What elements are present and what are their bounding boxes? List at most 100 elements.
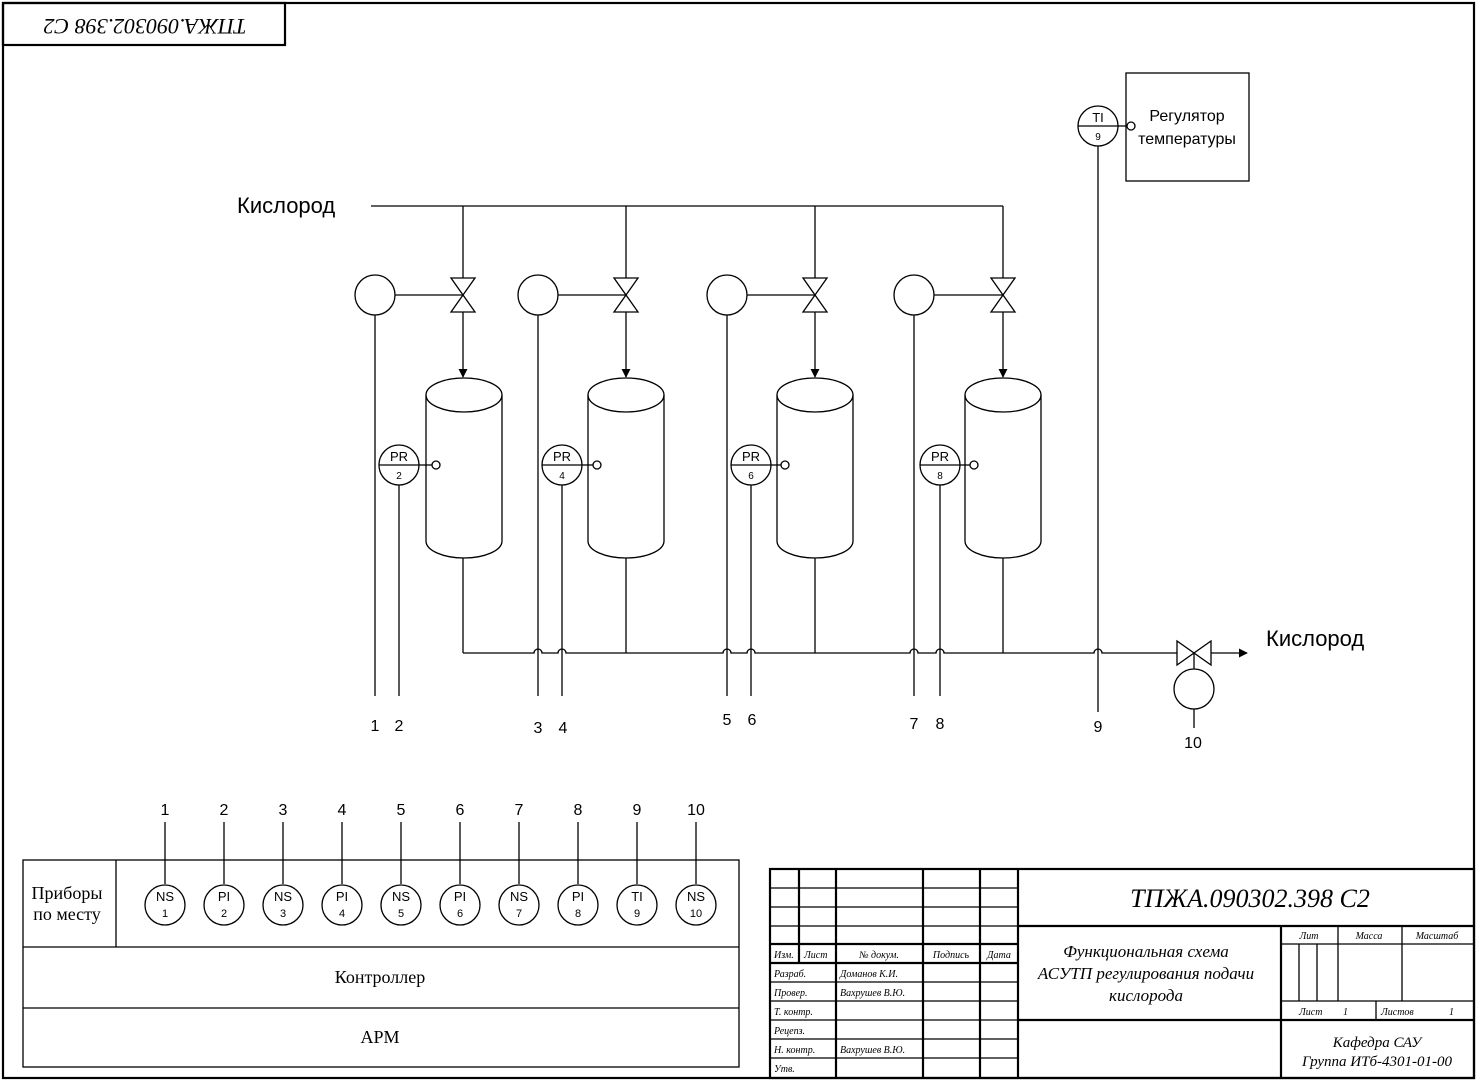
panel-line-number: 10 bbox=[687, 802, 705, 819]
collector-pipe bbox=[463, 648, 1177, 654]
instrument-bubble bbox=[321, 884, 363, 926]
col-data: Дата bbox=[986, 950, 1011, 961]
instrument-code: PI bbox=[572, 889, 584, 904]
person-name: Вахрушев В.Ю. bbox=[840, 988, 905, 999]
line-numbers: 1 2 3 4 5 6 7 8 9 10 bbox=[371, 712, 1202, 752]
controller-label: Контроллер bbox=[335, 967, 426, 987]
valve-1 bbox=[449, 277, 477, 297]
vessel-1 bbox=[425, 377, 503, 559]
line-number: 5 bbox=[723, 712, 732, 729]
valve-3 bbox=[801, 277, 829, 297]
title-line-1: Функциональная схема bbox=[1063, 942, 1229, 961]
col-podp: Подпись bbox=[932, 950, 970, 961]
lit-label: Лит bbox=[1299, 931, 1319, 942]
instrument-code: TI bbox=[631, 889, 643, 904]
pr-code: PR bbox=[390, 449, 408, 464]
title-line-2: АСУТП регулирования подачи bbox=[1037, 964, 1254, 983]
instrument-code: NS bbox=[392, 889, 410, 904]
instrument-bubble bbox=[498, 884, 540, 926]
instrument-code: NS bbox=[274, 889, 292, 904]
sheets-value: 1 bbox=[1449, 1007, 1454, 1018]
instrument-bubble bbox=[203, 884, 245, 926]
temperature-regulator-box bbox=[1125, 72, 1250, 182]
outlet-valve bbox=[1176, 639, 1196, 667]
vessel-2 bbox=[587, 377, 665, 559]
panel-line-number: 9 bbox=[633, 802, 642, 819]
line-number: 10 bbox=[1184, 735, 1202, 752]
mass-label: Масса bbox=[1355, 931, 1383, 942]
role-label: Провер. bbox=[773, 988, 808, 999]
field-devices-label: Приборы bbox=[32, 883, 103, 903]
instrument-bubble bbox=[144, 884, 186, 926]
instrument-code: NS bbox=[510, 889, 528, 904]
col-list: Лист bbox=[803, 950, 827, 961]
panel-line-number: 4 bbox=[338, 802, 347, 819]
role-label: Т. контр. bbox=[774, 1007, 813, 1018]
instrument-code: NS bbox=[687, 889, 705, 904]
pr-code: PR bbox=[553, 449, 571, 464]
line-number: 6 bbox=[748, 712, 757, 729]
instrument-bubble bbox=[380, 884, 422, 926]
workstation-label: АРМ bbox=[360, 1027, 399, 1047]
instrument-number: 1 bbox=[162, 908, 168, 920]
valve-2 bbox=[612, 277, 640, 297]
valve-4 bbox=[989, 277, 1017, 297]
process-unit-2: PR 4 bbox=[517, 206, 665, 696]
sheet-value: 1 bbox=[1343, 1007, 1348, 1018]
person-name: Доманов К.И. bbox=[839, 969, 898, 980]
pr-code: PR bbox=[931, 449, 949, 464]
line-number: 7 bbox=[910, 716, 919, 733]
regulator-label-line1: Регулятор bbox=[1149, 108, 1224, 125]
pr-num: 2 bbox=[396, 471, 402, 482]
process-unit-3: PR 6 bbox=[706, 206, 854, 696]
role-label: Рецenз. bbox=[773, 1026, 805, 1037]
role-label: Н. контр. bbox=[773, 1045, 815, 1056]
instrument-bubble bbox=[439, 884, 481, 926]
actuator-1 bbox=[354, 274, 396, 316]
panel-line-number: 2 bbox=[220, 802, 229, 819]
line-number: 1 bbox=[371, 718, 380, 735]
panel-line-number: 6 bbox=[456, 802, 465, 819]
sheets-label: Листов bbox=[1380, 1007, 1414, 1018]
instrument-number: 4 bbox=[339, 908, 345, 920]
vessel-3 bbox=[776, 377, 854, 559]
panel-line-number: 8 bbox=[574, 802, 583, 819]
stamp-box bbox=[1, 1, 287, 47]
panel-line-number: 5 bbox=[397, 802, 406, 819]
line-number: 3 bbox=[534, 720, 543, 737]
person-name: Вахрушев В.Ю. bbox=[840, 1045, 905, 1056]
instrument-code: PI bbox=[336, 889, 348, 904]
panel-instruments: 1NS12PI23NS34PI45NS56PI67NS78PI89TI910NS… bbox=[144, 802, 717, 926]
pr-code: PR bbox=[742, 449, 760, 464]
title-line-3: кислорода bbox=[1109, 986, 1183, 1005]
instrument-code: PI bbox=[218, 889, 230, 904]
instrument-code: NS bbox=[156, 889, 174, 904]
panel-line-number: 7 bbox=[515, 802, 524, 819]
instrument-panel: Приборы по месту Контроллер АРМ bbox=[22, 859, 740, 1068]
ti-num: 9 bbox=[1095, 132, 1101, 143]
title-block: ТПЖА.090302.398 С2 Функциональная схема … bbox=[768, 867, 1476, 1080]
line-number: 9 bbox=[1094, 719, 1103, 736]
instrument-number: 9 bbox=[634, 908, 640, 920]
role-label: Утв. bbox=[774, 1064, 795, 1075]
department: Кафедра САУ bbox=[1332, 1035, 1423, 1051]
process-unit-1: PR 2 bbox=[354, 206, 503, 696]
outlet-actuator bbox=[1173, 668, 1215, 710]
instrument-bubble bbox=[262, 884, 304, 926]
instrument-number: 7 bbox=[516, 908, 522, 920]
actuator-3 bbox=[706, 274, 748, 316]
instrument-number: 3 bbox=[280, 908, 286, 920]
instrument-bubble bbox=[557, 884, 599, 926]
oxygen-in-label: Кислород bbox=[237, 193, 335, 218]
col-izm: Изм. bbox=[773, 950, 794, 961]
